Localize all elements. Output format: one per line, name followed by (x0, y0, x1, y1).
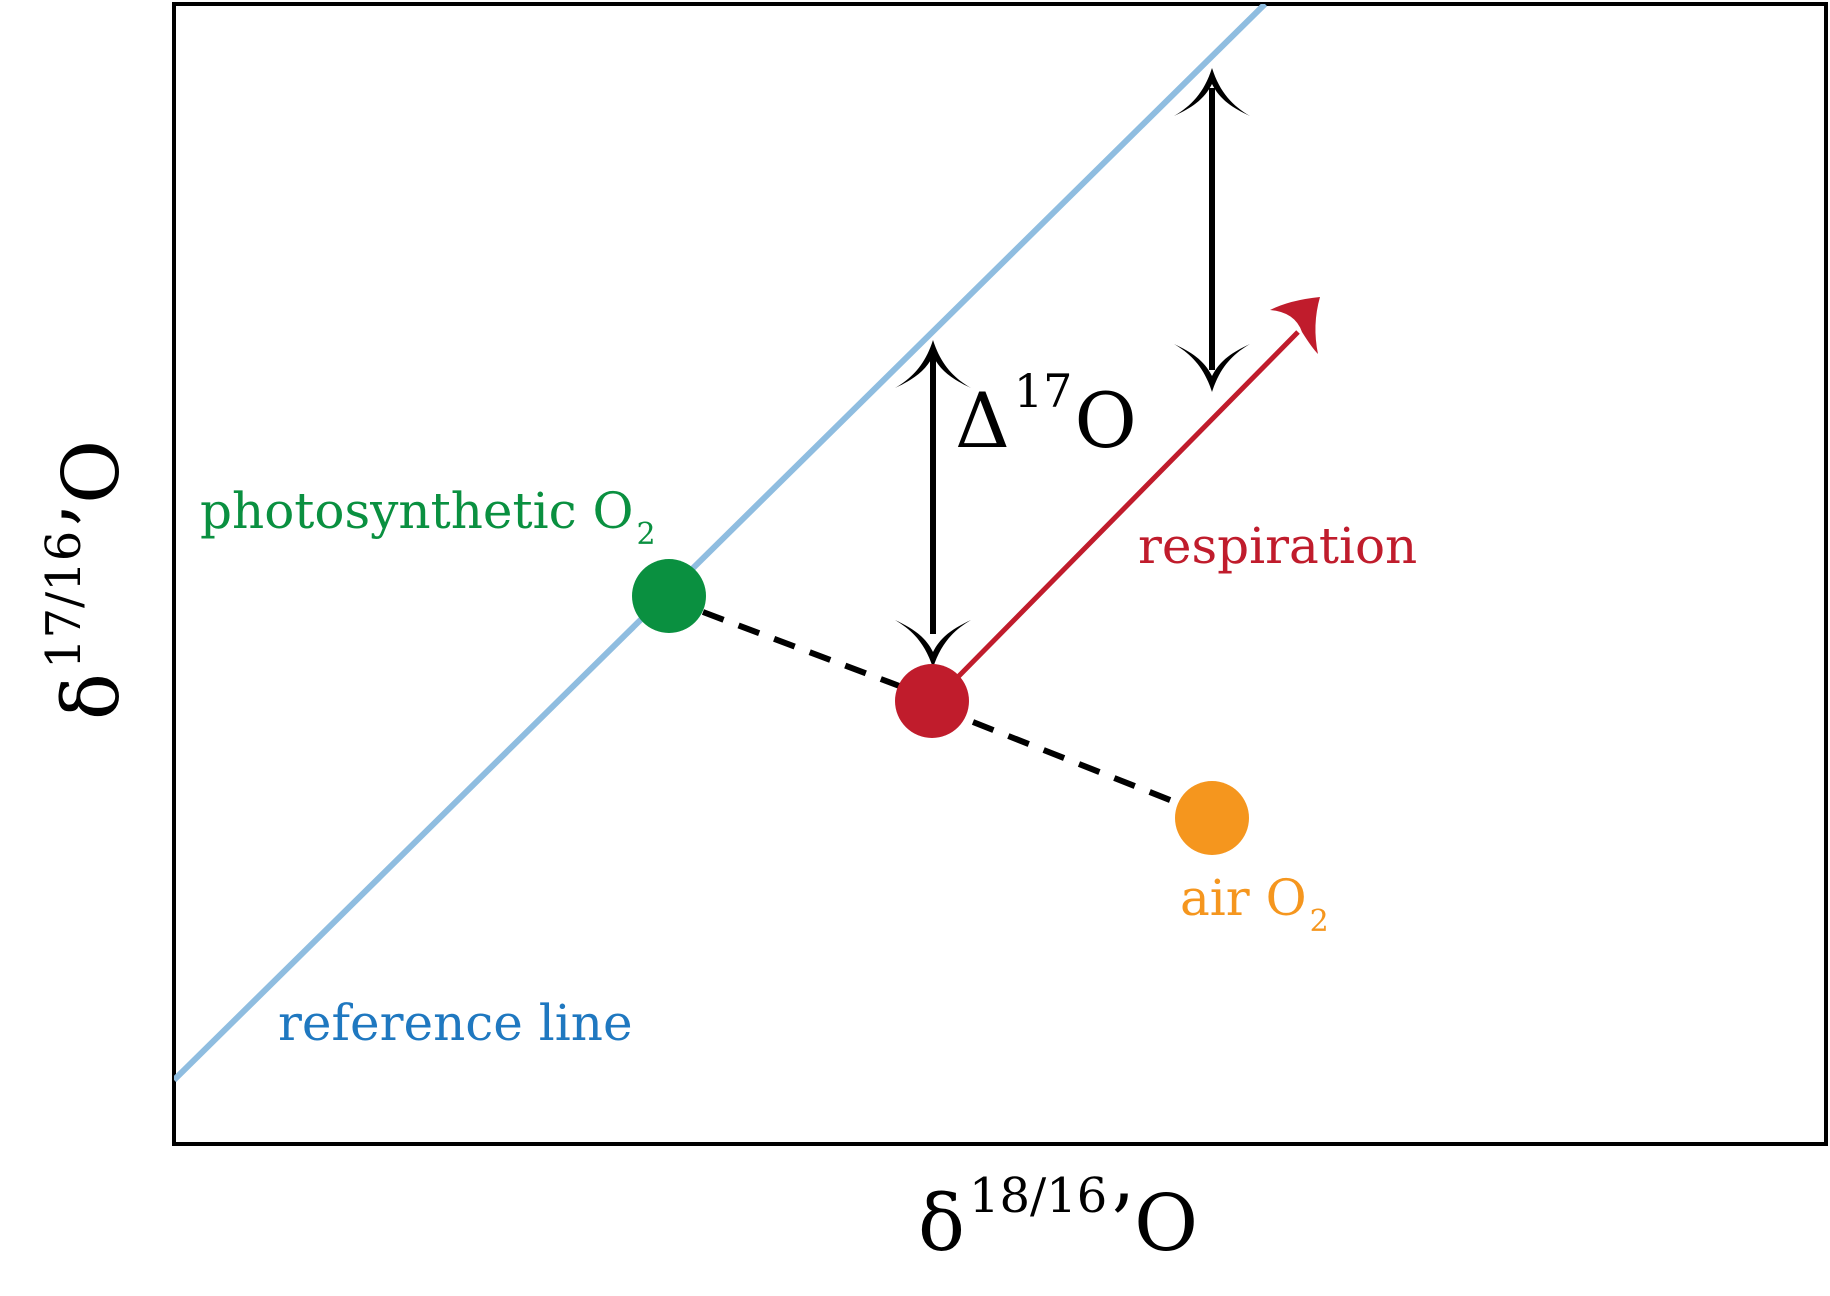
x-axis-label: δ18/16’O (918, 1168, 1198, 1269)
plot-frame (172, 2, 1828, 1146)
reference-line-label: reference line (278, 994, 633, 1052)
mixture-point (895, 664, 969, 738)
y-axis-label: δ17/16’O (36, 440, 137, 720)
delta-arrow-head-down (895, 620, 971, 668)
delta-arrow-head-up (895, 340, 971, 388)
mixing-line-segment-2 (971, 719, 1182, 807)
respiration-arrow-shaft (950, 330, 1300, 685)
reference-line (174, 4, 1268, 1083)
offset-arrow-head-down (1174, 344, 1250, 392)
delta-17o-label: Δ17O (955, 364, 1137, 465)
air-o2-point (1175, 781, 1249, 855)
mixing-line-segment-1 (701, 609, 912, 693)
respiration-label: respiration (1138, 517, 1417, 575)
offset-arrow-head-up (1174, 68, 1250, 116)
respiration-arrowhead (1270, 297, 1320, 354)
photosynthetic-o2-point (632, 559, 706, 633)
